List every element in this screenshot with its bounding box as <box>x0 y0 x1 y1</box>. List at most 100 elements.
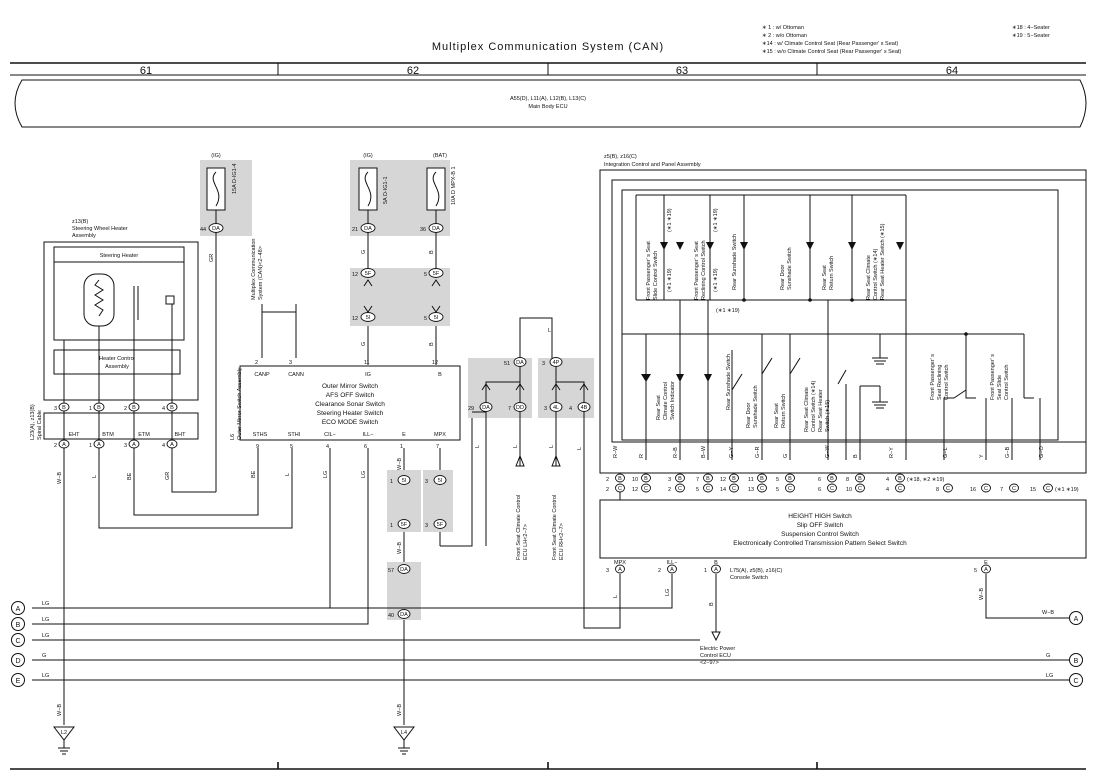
wire-color: L <box>577 447 583 450</box>
power-control-3: <2−97> <box>700 660 719 666</box>
connector-icon <box>641 473 651 483</box>
connector-code: 5F <box>401 522 408 528</box>
connector-code: C <box>946 486 950 492</box>
connector-icon <box>675 473 685 483</box>
bus-terminal-c <box>11 633 25 647</box>
note-2: ∗ 2 : w/o Ottoman <box>762 33 807 39</box>
connector-icon <box>785 473 795 483</box>
pin: 11 <box>748 477 754 483</box>
note-3: ∗14 : w/ Climate Control Seat (Rear Pass… <box>762 41 898 47</box>
front-seat-rh-2: ECU RH<2−7> <box>559 523 565 560</box>
connector-code: 5I <box>402 478 407 484</box>
note-1: ∗ 1 : w/ Ottoman <box>762 25 804 31</box>
pin: 7 <box>1000 487 1003 493</box>
pin: 2 <box>255 360 258 366</box>
fuse-name-3: 10A D MPX-B 1 <box>451 166 457 205</box>
spiral-cable-box <box>43 412 199 440</box>
pin: 12 <box>632 487 638 493</box>
note-label: (∗1 ∗19) <box>713 208 719 232</box>
connector-code: 5F <box>433 271 440 277</box>
switch-icon <box>165 295 175 305</box>
switch-label: Return Switch <box>781 394 787 428</box>
connector-code: B <box>132 405 136 411</box>
connector-icon <box>785 483 795 493</box>
pin: 7 <box>508 406 511 412</box>
bus-label: A <box>1074 616 1079 623</box>
wire-color: B <box>709 602 715 606</box>
junction-dot <box>850 298 854 302</box>
terminal-label: BTM <box>102 432 114 438</box>
wire-color: R−B <box>673 447 679 458</box>
front-seat-rh-1: Front Seat Climate Control <box>552 495 558 560</box>
connector-icon <box>703 483 713 493</box>
wire-color: LG <box>42 617 49 623</box>
thermistor-icon <box>133 286 139 320</box>
connector-code: B <box>732 476 736 482</box>
wire-color: G−L <box>943 447 949 458</box>
connector-icon <box>641 483 651 493</box>
switch-label: Switch Indicator <box>670 381 676 420</box>
mirror-function: Clearance Sonar Switch <box>315 401 385 408</box>
wire-color: R−W <box>613 445 619 458</box>
pin: 3 <box>425 479 428 485</box>
connector-icon <box>513 402 527 412</box>
connector-code: B <box>618 476 622 482</box>
connector-code: B <box>706 476 710 482</box>
wire-color: G−R <box>755 447 761 458</box>
terminal-label: B <box>714 560 718 566</box>
pin: 6 <box>364 444 367 450</box>
switch-wiring <box>943 334 976 460</box>
switch-label: Control Switch (∗14) <box>873 248 879 300</box>
terminal-label: E <box>402 432 406 438</box>
connector-code: DA <box>212 226 220 232</box>
connector-code: 4L <box>553 405 559 411</box>
wire-color: L <box>513 445 519 448</box>
connector-icon <box>577 402 591 412</box>
switch-contact-icon <box>761 357 773 375</box>
connector-code: B <box>644 476 648 482</box>
connector-icon <box>943 483 953 493</box>
note-5: ∗18 : 4−Seater <box>1012 25 1050 31</box>
connector-icon <box>895 483 905 493</box>
pin: 5 <box>424 316 427 322</box>
fuse-body-icon <box>206 167 226 211</box>
connector-icon <box>397 609 411 619</box>
pin: 44 <box>200 227 206 233</box>
connector-icon <box>1009 483 1019 493</box>
wire <box>98 448 293 529</box>
steering-wheel-heater-name-2: Assembly <box>72 233 96 239</box>
pin: 6 <box>818 487 821 493</box>
switch-label: Slide Control Switch <box>653 251 659 300</box>
wire-color: BE <box>251 470 257 478</box>
connector-code: 5F <box>437 522 444 528</box>
pin: 7 <box>696 477 699 483</box>
arrow-icon <box>711 631 721 642</box>
connector-code: C <box>706 486 710 492</box>
switch-label: Rear Door <box>780 264 786 290</box>
pin: 7 <box>436 444 439 450</box>
connector-icon <box>549 357 563 367</box>
connector-code: C <box>858 486 862 492</box>
pin: 3 <box>124 443 127 449</box>
wire-color: R <box>639 454 645 458</box>
note-6: ∗19 : 5−Seater <box>1012 33 1050 39</box>
wire-color: G <box>361 342 367 346</box>
arrow-icon <box>551 454 561 467</box>
can-ref-1: Multiplex Communication <box>251 239 257 300</box>
connector-code: 5I <box>366 315 371 321</box>
wire-color: W−B <box>57 472 63 484</box>
can-ref-2: System (CAN)<2−48> <box>258 246 264 300</box>
switch-label: Front Passenger' s <box>990 354 996 400</box>
switch-contact-icon <box>953 389 967 399</box>
switch-label: Climate Control <box>663 382 669 420</box>
wire-color: GR <box>165 472 171 480</box>
mirror-function: Outer Mirror Switch <box>322 383 378 390</box>
wire <box>519 317 553 366</box>
wire-color: W−B <box>397 458 403 470</box>
wire-color: G <box>1046 653 1050 659</box>
bus-terminal-e <box>11 673 25 687</box>
bus-label: B <box>1074 658 1079 665</box>
wire-color: Y <box>979 454 985 458</box>
connector-code: A <box>670 567 674 573</box>
ecu-band-connectors: A55(D), L11(A), L12(B), L13(C) <box>510 96 586 102</box>
